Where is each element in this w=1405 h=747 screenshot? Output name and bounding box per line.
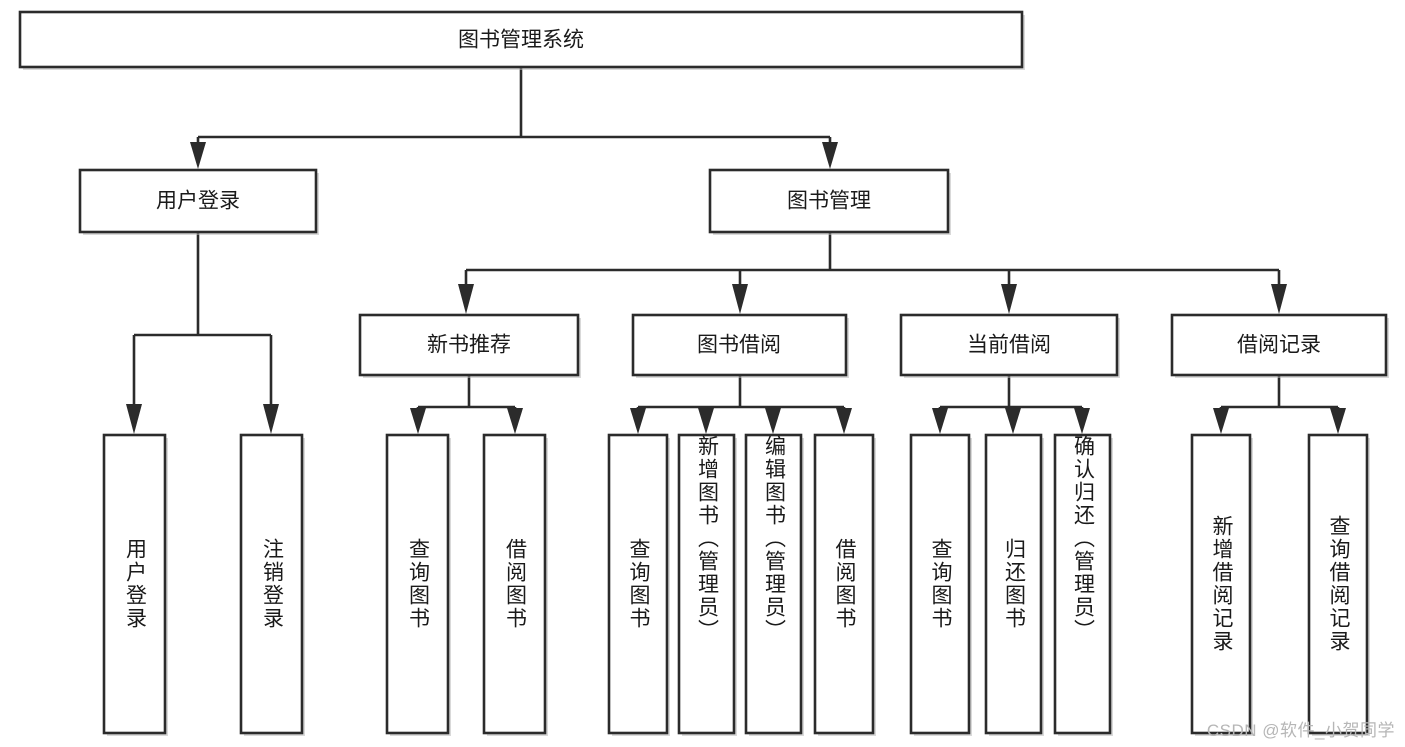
- arrow-bw-to-lend: [836, 408, 852, 434]
- node-leaf-bw-query[interactable]: [607, 433, 669, 735]
- node-leaf-cur-confirm[interactable]: [1053, 433, 1112, 735]
- node-leaf-rec-add[interactable]: [1190, 433, 1252, 735]
- arrow-cur-to-confirm: [1074, 408, 1090, 434]
- node-leaf-nb-borrow[interactable]: [482, 433, 547, 735]
- node-current-label: 当前借阅: [967, 334, 1051, 357]
- arrow-login-to-logout: [263, 404, 279, 434]
- arrow-cur-to-query: [932, 408, 948, 434]
- node-leaf-logout[interactable]: [239, 433, 304, 735]
- arrow-nb-to-borrow: [507, 408, 523, 434]
- arrow-bm-to-current: [1001, 284, 1017, 314]
- node-current[interactable]: [899, 313, 1119, 377]
- node-bookmgmt[interactable]: [708, 168, 950, 234]
- node-newbook-label: 新书推荐: [427, 334, 511, 357]
- node-leaf-bw-lend[interactable]: [813, 433, 875, 735]
- node-login-label: 用户登录: [156, 190, 240, 213]
- arrow-bw-to-edit: [765, 408, 781, 434]
- arrow-bm-to-records: [1271, 284, 1287, 314]
- node-leaf-cur-query[interactable]: [909, 433, 971, 735]
- connector-layer: [126, 67, 1346, 434]
- node-layer: 图书管理系统 用户登录 图书管理 新书推荐 图书借阅 当前借阅 借阅记录: [18, 10, 1389, 736]
- arrow-bm-to-borrow: [732, 284, 748, 314]
- node-borrow[interactable]: [631, 313, 848, 377]
- node-leaf-bw-edit[interactable]: [744, 433, 803, 735]
- arrow-root-to-bookmgmt: [822, 142, 838, 169]
- node-root-label: 图书管理系统: [458, 29, 584, 52]
- node-root[interactable]: [18, 10, 1024, 69]
- arrow-nb-to-query: [410, 408, 426, 434]
- node-newbook[interactable]: [358, 313, 580, 377]
- arrow-rec-to-add: [1213, 408, 1229, 434]
- node-records[interactable]: [1170, 313, 1388, 377]
- arrow-login-to-user-login: [126, 404, 142, 434]
- arrow-bw-to-add: [698, 408, 714, 434]
- arrow-bm-to-newbook: [458, 284, 474, 314]
- node-leaf-bw-add[interactable]: [677, 433, 736, 735]
- node-login[interactable]: [78, 168, 318, 234]
- arrow-bw-to-query: [630, 408, 646, 434]
- node-leaf-rec-query[interactable]: [1307, 433, 1369, 735]
- node-bookmgmt-label: 图书管理: [787, 190, 871, 213]
- arrow-cur-to-return: [1005, 408, 1021, 434]
- node-leaf-user-login[interactable]: [102, 433, 167, 735]
- node-records-label: 借阅记录: [1237, 334, 1321, 357]
- node-leaf-cur-return[interactable]: [984, 433, 1043, 735]
- arrow-rec-to-query: [1330, 408, 1346, 434]
- csdn-watermark: CSDN @软件_小贺同学: [1206, 721, 1395, 740]
- arrow-root-to-login: [190, 142, 206, 169]
- node-borrow-label: 图书借阅: [697, 334, 781, 357]
- node-leaf-nb-query[interactable]: [385, 433, 450, 735]
